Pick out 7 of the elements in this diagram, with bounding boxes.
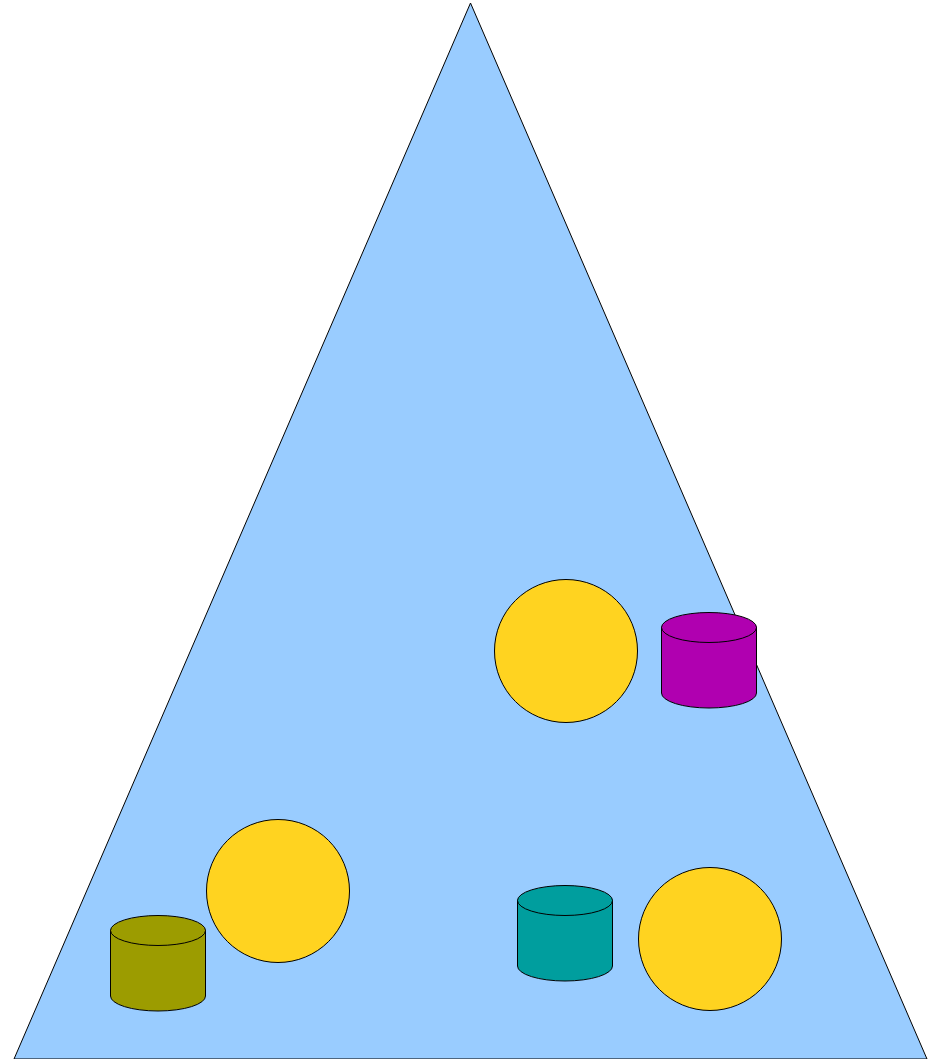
cylinder-shape bbox=[110, 915, 206, 1011]
cylinder-shape bbox=[661, 612, 757, 708]
cylinder-shape bbox=[517, 885, 613, 981]
triangle-shape bbox=[14, 3, 927, 1059]
circle-shape bbox=[638, 867, 782, 1011]
circle-shape bbox=[206, 819, 350, 963]
circle-shape bbox=[494, 579, 638, 723]
